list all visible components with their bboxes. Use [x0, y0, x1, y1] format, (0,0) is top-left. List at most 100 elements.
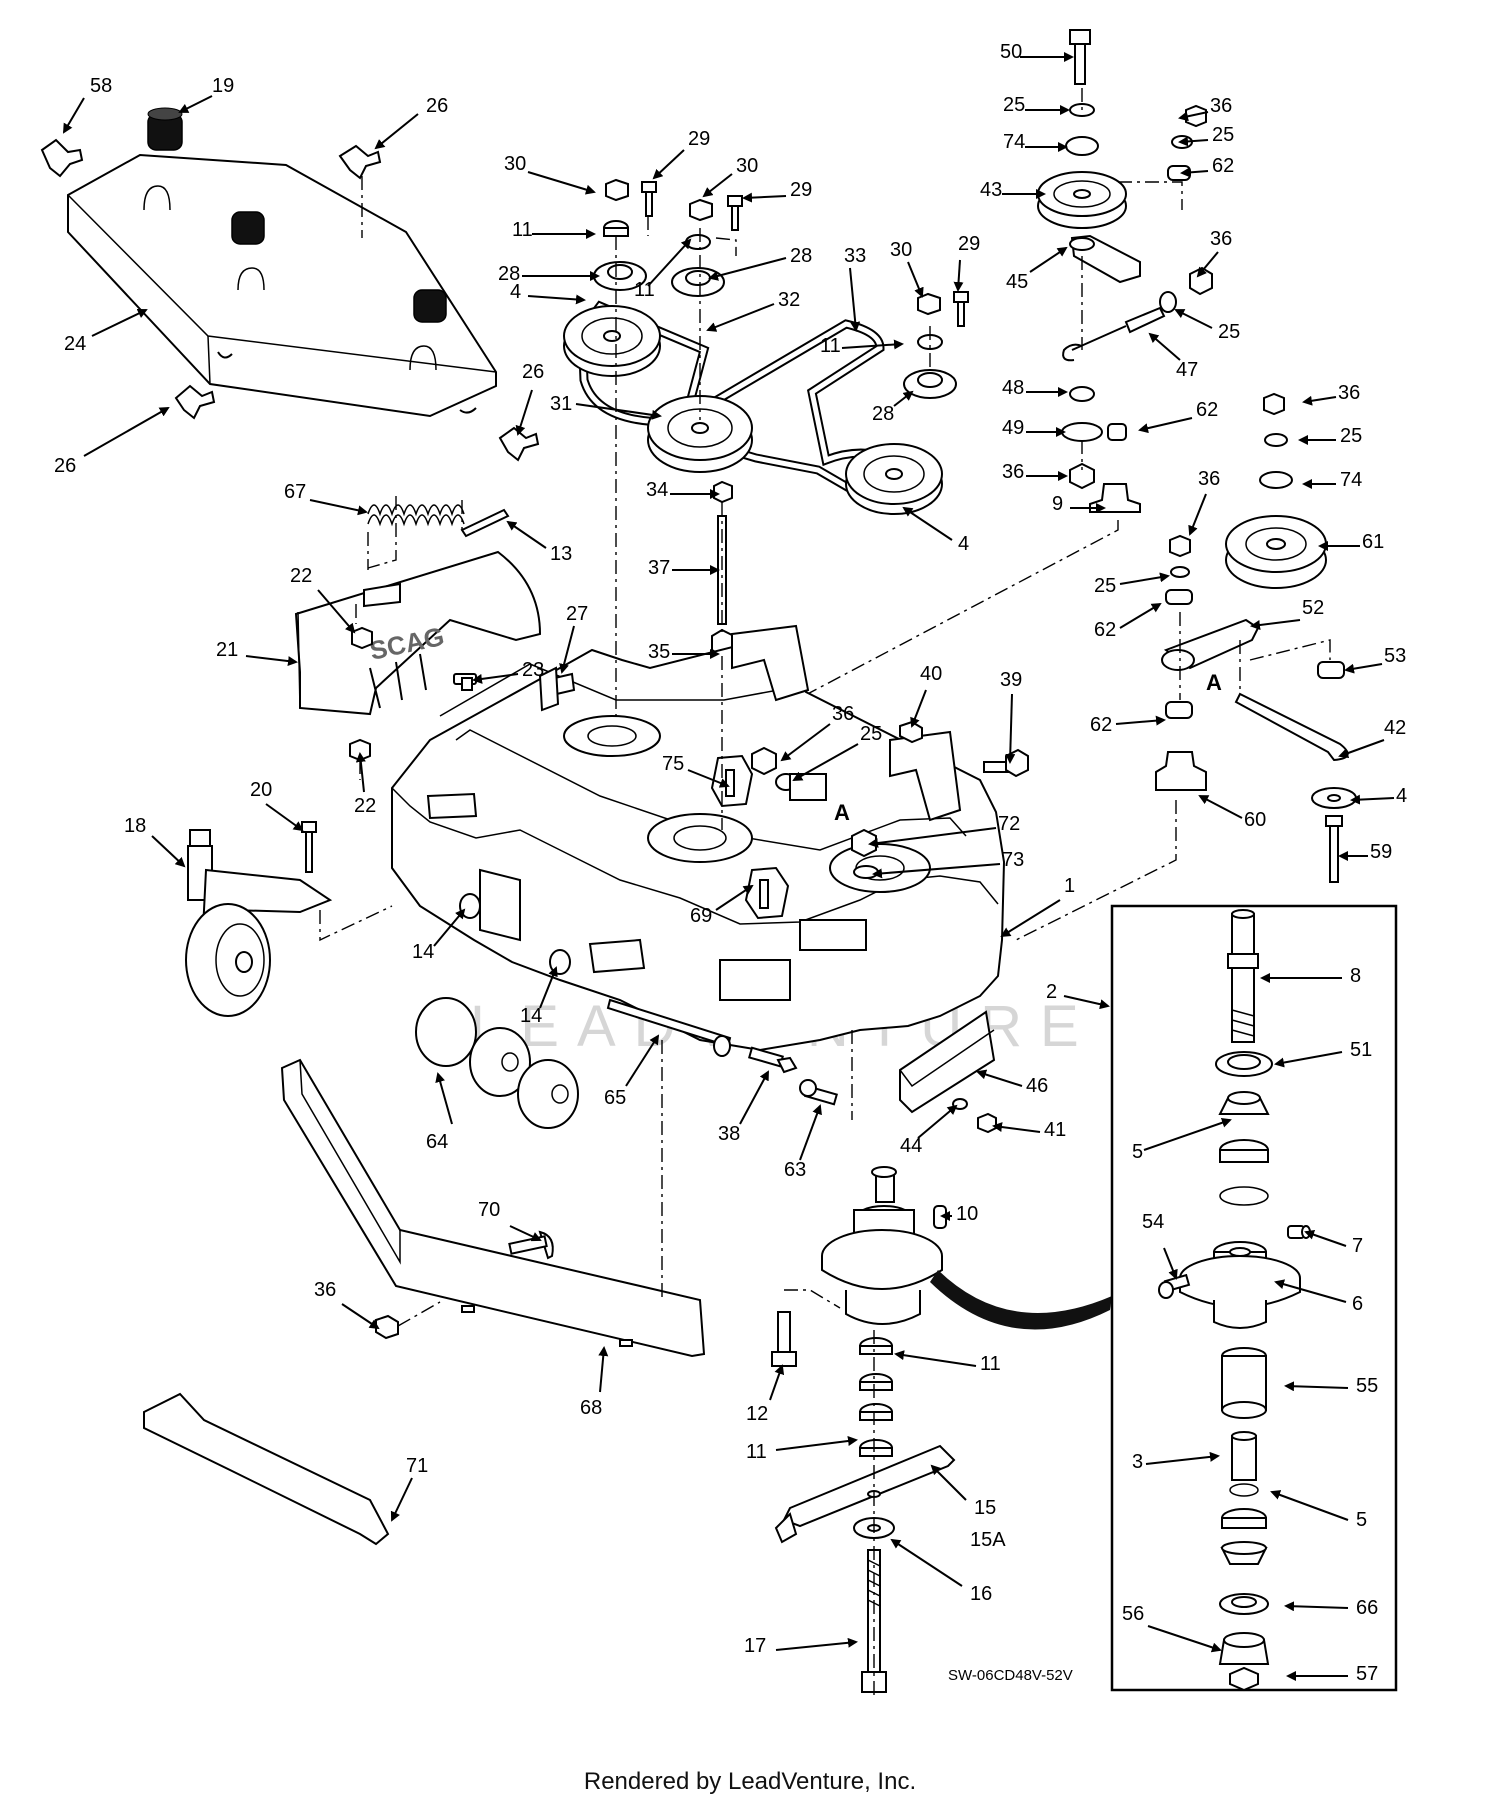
callout-group: 5025744336256245362547484962369362574613…	[54, 41, 1407, 1685]
callout-label-c53: 53	[1384, 645, 1406, 667]
callout-label-c34: 34	[646, 479, 668, 501]
callout-label-c49: 49	[1002, 417, 1024, 439]
callout-leader-c3	[1145, 1451, 1220, 1465]
callout-label-c36b: 36	[1210, 228, 1232, 250]
callout-leader-c13	[506, 520, 547, 549]
callout-leader-c58	[62, 97, 85, 134]
callout-label-c30c: 30	[890, 239, 912, 261]
callout-leader-c67	[309, 499, 368, 516]
callout-label-c51: 51	[1350, 1039, 1372, 1061]
callout-label-c11a: 11	[512, 219, 533, 241]
callout-leader-c46	[976, 1069, 1023, 1087]
callout-label-c41: 41	[1044, 1119, 1066, 1141]
callout-label-c60: 60	[1244, 809, 1266, 831]
callout-leader-c23	[472, 673, 519, 684]
callout-label-c9: 9	[1052, 493, 1063, 515]
callout-label-c71: 71	[406, 1455, 428, 1477]
wing-knob-part-58	[40, 138, 84, 178]
callout-label-c56: 56	[1122, 1603, 1144, 1625]
bolt-part-50	[1069, 29, 1091, 85]
nut-part-57	[1229, 1666, 1259, 1692]
callout-label-c68: 68	[580, 1397, 602, 1419]
callout-leader-c62b	[1138, 417, 1193, 434]
callout-leader-c75	[687, 769, 730, 788]
spindle-shaft-part-8	[1227, 909, 1259, 1043]
callout-leader-c56	[1147, 1625, 1222, 1653]
bearing-part-5-lower	[1220, 1483, 1268, 1565]
callout-label-c74b: 74	[1340, 469, 1362, 491]
deck-cover-part-24	[67, 153, 497, 418]
callout-label-c28b: 28	[790, 245, 812, 267]
pulley-hub-part-56	[1218, 1632, 1270, 1665]
bolts-part-29	[641, 181, 969, 327]
callout-label-c70: 70	[478, 1199, 500, 1221]
callout-label-c36e: 36	[1198, 468, 1220, 490]
bolt-part-63	[799, 1030, 853, 1120]
callout-leader-c70	[509, 1225, 542, 1242]
callout-label-c29a: 29	[688, 128, 710, 150]
callout-label-c6: 6	[1352, 1293, 1363, 1315]
callout-label-c30b: 30	[736, 155, 758, 177]
caster-wheel-part-18	[185, 821, 393, 1017]
callout-leader-c44	[917, 1104, 958, 1139]
callout-leader-c30a	[527, 171, 596, 195]
callout-label-c33: 33	[844, 245, 866, 267]
callout-label-c64: 64	[426, 1131, 448, 1153]
callout-label-c55: 55	[1356, 1375, 1378, 1397]
callout-leader-c7	[1304, 1229, 1347, 1247]
callout-label-c35: 35	[648, 641, 670, 663]
callout-label-c7: 7	[1352, 1235, 1363, 1257]
bolt-part-23	[453, 673, 477, 691]
callout-label-c28c: 28	[872, 403, 894, 425]
callout-leader-c30c	[907, 261, 924, 298]
callout-label-c54: 54	[1142, 1211, 1164, 1233]
mower-deck-part-1	[391, 624, 1006, 1052]
callout-label-c25f: 25	[860, 723, 882, 745]
callout-label-c36f: 36	[832, 703, 854, 725]
callout-leader-c65	[625, 1034, 660, 1087]
callout-label-c25a: 25	[1003, 94, 1025, 116]
bumper-part-46	[899, 1010, 996, 1114]
nuts-and-bushings-part-30-11	[603, 178, 943, 350]
gauge-wheels-part-64	[415, 997, 579, 1129]
callout-label-c11c: 11	[820, 335, 841, 357]
callout-label-c25e: 25	[1094, 575, 1116, 597]
callout-label-c4a: 4	[510, 281, 521, 303]
callout-label-c32: 32	[778, 289, 800, 311]
callout-leader-c38	[739, 1070, 769, 1125]
callout-leader-c36f	[780, 723, 831, 762]
bolt-part-38	[748, 1046, 798, 1074]
callout-label-c62b: 62	[1196, 399, 1218, 421]
callout-label-c13: 13	[550, 543, 572, 565]
callout-leader-c11c	[841, 339, 904, 350]
spring-part-67	[367, 500, 465, 570]
callout-label-c72: 72	[998, 813, 1020, 835]
callout-label-c11e: 11	[746, 1441, 767, 1463]
callout-leader-c29b	[742, 192, 787, 203]
callout-leader-c15	[930, 1464, 967, 1501]
cover-knob-dark	[231, 211, 447, 323]
callout-label-c14b: 14	[520, 1005, 542, 1027]
callout-leader-c36g	[341, 1303, 380, 1330]
callout-leader-c63	[799, 1104, 822, 1161]
callout-leader-c52	[1250, 619, 1301, 630]
callout-leader-c68	[598, 1346, 609, 1393]
callout-leader-c29c	[953, 259, 964, 292]
callout-label-c10: 10	[956, 1203, 978, 1225]
callout-leader-c14b	[539, 966, 558, 1009]
callout-leader-c28b	[708, 257, 787, 281]
callout-label-c14a: 14	[412, 941, 434, 963]
callout-leader-c1	[1000, 899, 1061, 938]
callout-leader-c36b	[1196, 251, 1219, 278]
callout-label-c26b: 26	[54, 455, 76, 477]
callout-label-c26c: 26	[522, 361, 544, 383]
callout-label-c36d: 36	[1338, 382, 1360, 404]
nut-washer-part-72-73	[851, 828, 879, 879]
callout-label-c5a: 5	[1132, 1141, 1143, 1163]
callout-label-c66: 66	[1356, 1597, 1378, 1619]
callout-leader-c69	[715, 884, 754, 911]
callout-label-c73: 73	[1002, 849, 1024, 871]
nut-washer-part-36-25-deck	[751, 746, 827, 801]
callout-leader-c11d	[894, 1350, 977, 1367]
